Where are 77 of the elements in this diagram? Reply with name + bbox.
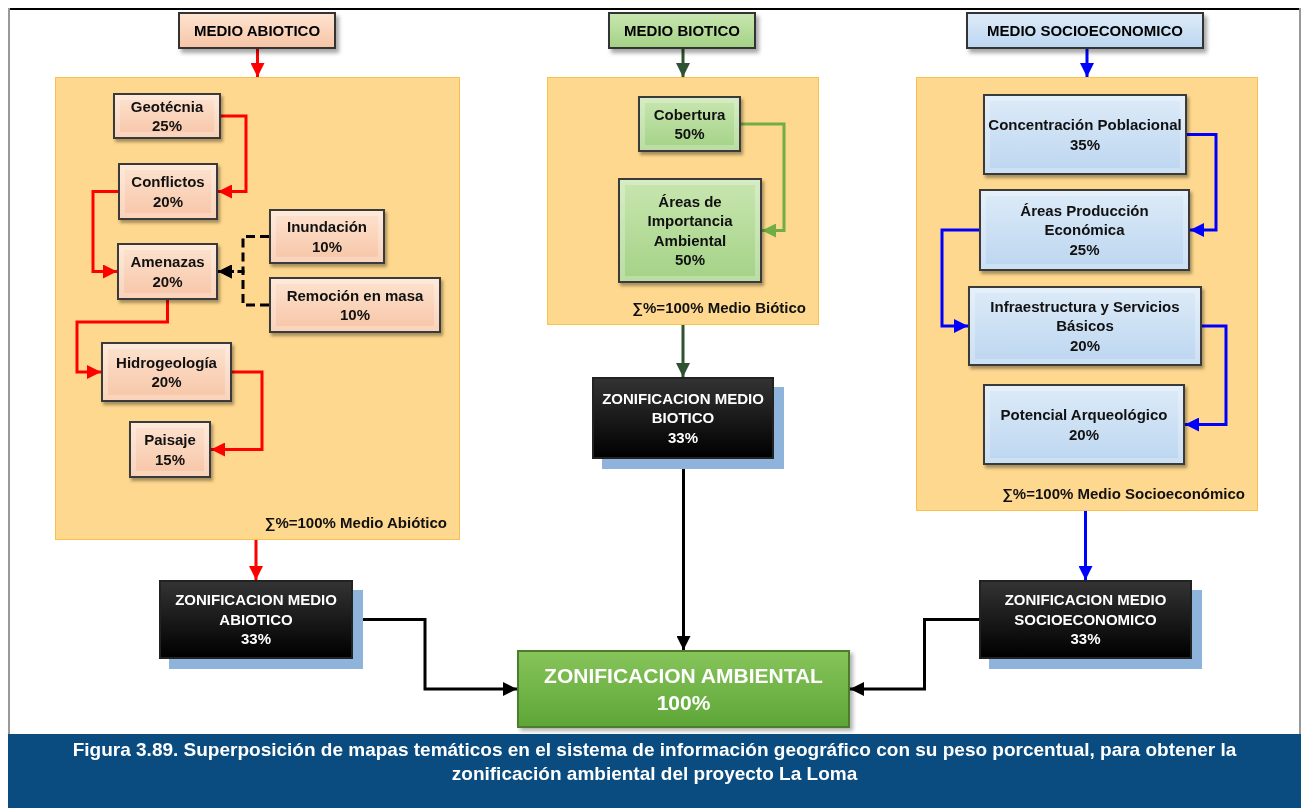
box-label: MEDIO ABIOTICO <box>193 20 321 41</box>
box-label: Geotécnia <box>130 96 204 116</box>
process-box <box>979 189 1190 271</box>
box-label: Hidrogeología <box>116 352 217 372</box>
arrow <box>741 122 786 238</box>
sum-label: ∑%=100% Medio Biótico <box>632 299 806 316</box>
percentage-label: 10% <box>312 236 342 256</box>
process-box <box>101 342 232 402</box>
box-label: ZONIFICACION AMBIENTAL <box>544 662 823 689</box>
box-label: Paisaje <box>144 430 196 450</box>
process-box <box>269 277 441 333</box>
percentage-label: 20% <box>1069 424 1099 444</box>
percentage-label: 20% <box>153 191 183 211</box>
arrow <box>850 618 979 696</box>
percentage-label: 20% <box>151 372 182 392</box>
sum-label: ∑%=100% Medio Abiótico <box>264 514 447 531</box>
arrow <box>940 228 979 333</box>
percentage-label: 35% <box>1070 134 1100 154</box>
arrow <box>1078 511 1093 580</box>
arrow <box>75 300 169 379</box>
box-label: Cobertura <box>653 104 726 124</box>
percentage-label: 50% <box>675 250 705 270</box>
process-box <box>983 94 1187 175</box>
group-panel <box>547 77 819 325</box>
process-box <box>113 93 221 139</box>
box-label: Amenazas <box>130 252 205 272</box>
box-label: MEDIO SOCIOECONOMICO <box>987 20 1183 41</box>
box-label: Áreas de Importancia Ambiental <box>646 191 734 250</box>
box-label: Inundación <box>287 217 367 237</box>
process-box <box>638 96 741 152</box>
arrow <box>91 190 118 279</box>
box-label: Conflictos <box>131 172 205 192</box>
group-panel <box>55 77 460 540</box>
box-label: ZONIFICACION MEDIO SOCIOECONOMICO <box>1003 590 1168 630</box>
arrow <box>1187 133 1218 237</box>
process-box <box>983 384 1185 465</box>
arrow <box>676 325 690 377</box>
process-box <box>269 209 385 264</box>
box-label: Remoción en masa <box>286 285 424 305</box>
box-label: ZONIFICACION MEDIO BIOTICO <box>601 388 765 428</box>
percentage-label: 100% <box>656 690 711 716</box>
box-label: MEDIO BIOTICO <box>624 20 740 41</box>
arrow <box>250 49 265 77</box>
percentage-label: 33% <box>668 427 698 448</box>
box-label: ZONIFICACION MEDIO ABIOTICO <box>174 590 338 630</box>
percentage-label: 10% <box>340 305 370 325</box>
arrow <box>218 264 269 307</box>
arrow <box>1185 324 1228 432</box>
process-box <box>968 286 1202 366</box>
category-box <box>608 12 756 49</box>
box-label: Áreas Producción Económica <box>1019 200 1150 240</box>
box-label: Potencial Arqueológico <box>1000 405 1168 425</box>
arrow <box>1080 49 1094 77</box>
percentage-label: 33% <box>1070 629 1101 649</box>
arrow <box>218 114 248 199</box>
process-box <box>129 421 211 478</box>
percentage-label: 15% <box>155 449 185 469</box>
process-box <box>118 163 218 220</box>
percentage-label: 25% <box>152 116 182 136</box>
arrow <box>211 370 264 457</box>
percentage-label: 50% <box>674 124 705 144</box>
category-box <box>966 12 1204 49</box>
box-label: Infraestructura y Servicios Básicos <box>989 296 1181 336</box>
arrow <box>249 540 263 580</box>
box-label: Concentración Poblacional <box>988 115 1182 135</box>
percentage-label: 25% <box>1069 239 1100 260</box>
group-panel <box>916 77 1258 511</box>
process-box <box>117 243 218 300</box>
process-box <box>618 178 762 283</box>
percentage-label: 20% <box>152 271 183 291</box>
arrow <box>676 49 690 77</box>
final-result-box <box>517 650 850 728</box>
category-box <box>178 12 336 49</box>
percentage-label: 20% <box>1070 335 1100 356</box>
sum-label: ∑%=100% Medio Socioeconómico <box>1002 485 1245 502</box>
percentage-label: 33% <box>241 629 271 649</box>
figure-caption: Figura 3.89. Superposición de mapas temáticos en el sistema de información geográfico con su peso porcentual, para obtener la zonificación ambiental del proyecto La Loma <box>71 738 1238 786</box>
